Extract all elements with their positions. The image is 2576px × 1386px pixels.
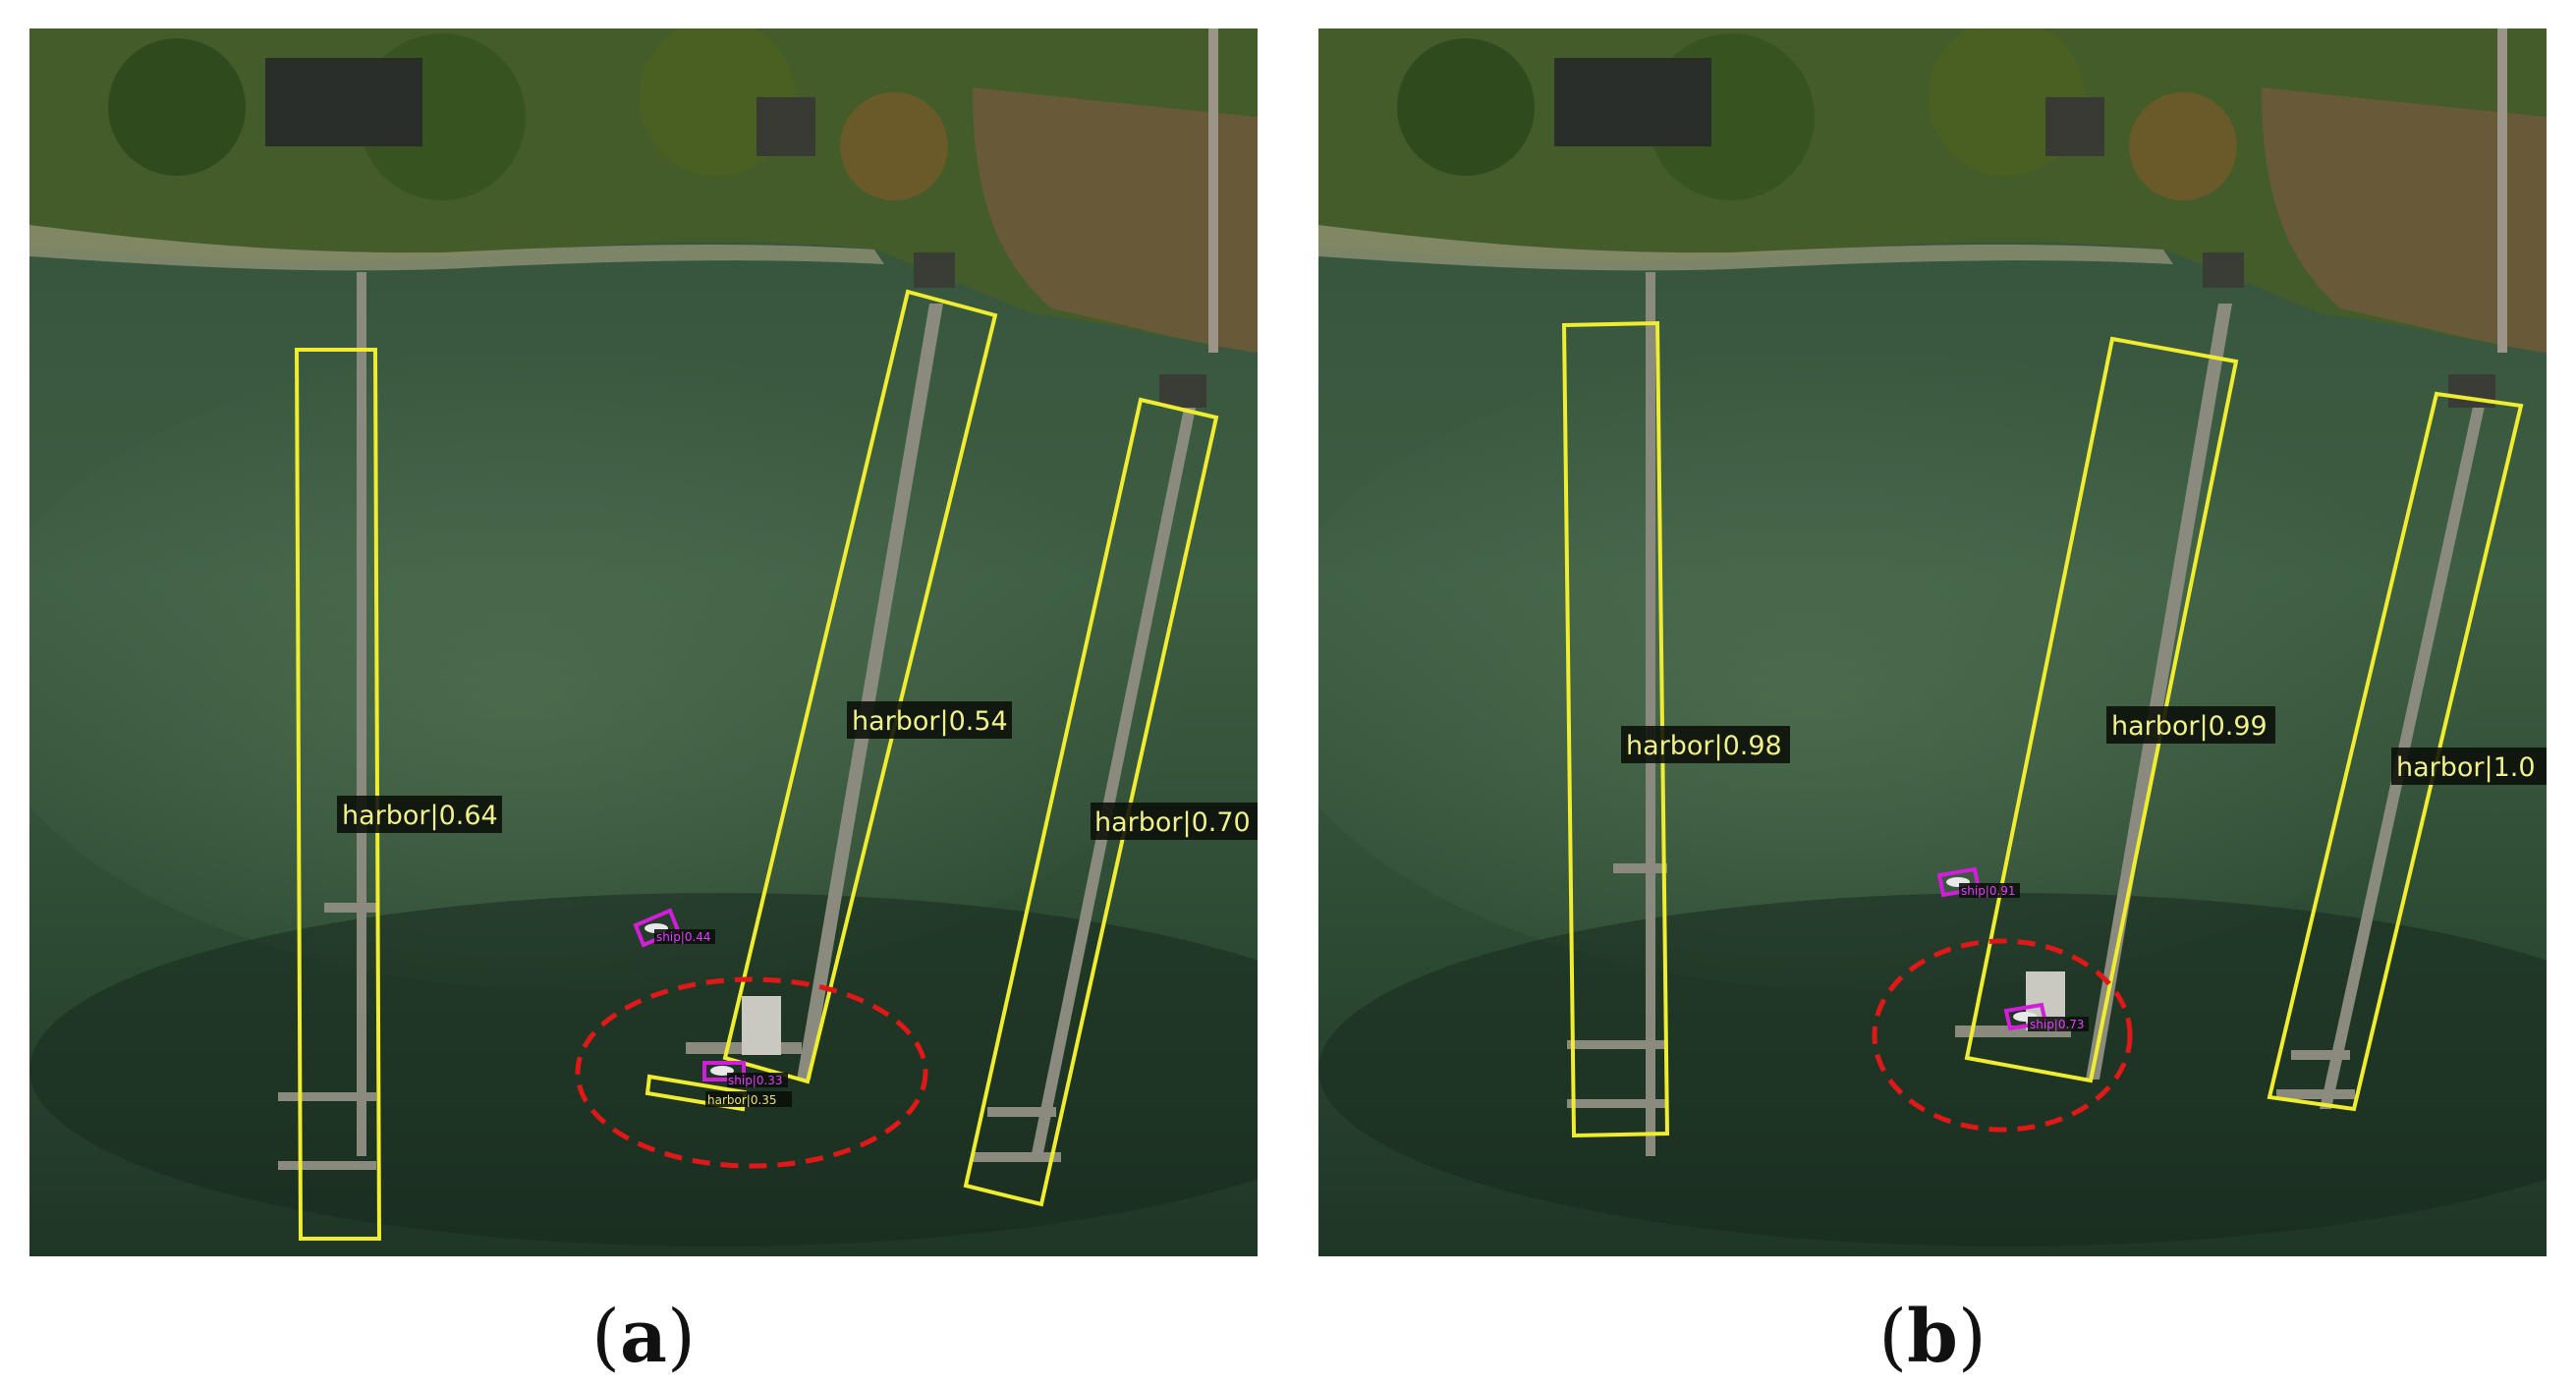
highlight-circle xyxy=(1872,938,2133,1133)
harbor-label: harbor|1.0 xyxy=(2396,752,2536,783)
harbor-box-right xyxy=(963,397,1219,1207)
boathouse xyxy=(914,252,955,288)
highlight-circle xyxy=(575,976,928,1169)
tree-canopy xyxy=(1397,38,1535,176)
pier-left xyxy=(1567,272,1667,1156)
tree-canopy xyxy=(1928,28,2085,176)
detection-panel-b: harbor|0.98 harbor|0.99 harbor|1.0 ship|… xyxy=(1318,28,2547,1256)
house-roof xyxy=(1554,58,1711,146)
tree-canopy xyxy=(2129,92,2237,200)
harbor-label: harbor|0.54 xyxy=(852,706,1008,737)
house-roof xyxy=(265,58,422,146)
harbor-label: harbor|0.99 xyxy=(2111,711,2268,742)
boardwalk xyxy=(1208,28,1218,353)
harbor-box-right xyxy=(2267,391,2524,1112)
deep-water-shadow xyxy=(29,893,1258,1247)
ship-label: ship|0.33 xyxy=(728,1074,783,1087)
pier-middle xyxy=(686,304,943,1080)
ship-label: ship|0.44 xyxy=(656,930,711,944)
harbor-label: harbor|0.70 xyxy=(1094,807,1251,838)
detection-panel-a: harbor|0.64 harbor|0.54 harbor|0.70 ship… xyxy=(29,28,1258,1256)
pier-right xyxy=(973,374,1206,1162)
beach-strip xyxy=(29,225,884,271)
marsh-grass xyxy=(2262,87,2547,353)
caption-b: (b) xyxy=(1878,1295,1987,1379)
harbor-box-left xyxy=(294,348,382,1241)
harbor-box-small xyxy=(644,1074,748,1112)
ship-label: ship|0.73 xyxy=(2030,1018,2085,1031)
harbor-box-middle xyxy=(1964,336,2239,1083)
boardwalk xyxy=(2497,28,2507,353)
house-roof xyxy=(2045,97,2104,156)
boathouse xyxy=(2203,252,2244,288)
deep-water-shadow xyxy=(1318,893,2547,1247)
pier-left xyxy=(278,272,378,1170)
house-roof xyxy=(756,97,815,156)
pier-right xyxy=(2276,374,2495,1109)
harbor-label: harbor|0.98 xyxy=(1626,731,1782,761)
ship-box-2 xyxy=(702,1061,746,1081)
marsh-grass xyxy=(973,87,1258,353)
harbor-label: harbor|0.35 xyxy=(707,1093,777,1107)
harbor-box-middle xyxy=(722,289,998,1084)
caption-a: (a) xyxy=(591,1295,696,1379)
tree-canopy xyxy=(840,92,948,200)
ship-label: ship|0.91 xyxy=(1961,884,2016,898)
tree-canopy xyxy=(639,28,796,176)
harbor-box-left xyxy=(1561,320,1670,1138)
beach-strip xyxy=(1318,225,2173,271)
harbor-label: harbor|0.64 xyxy=(342,801,498,831)
tree-canopy xyxy=(108,38,246,176)
